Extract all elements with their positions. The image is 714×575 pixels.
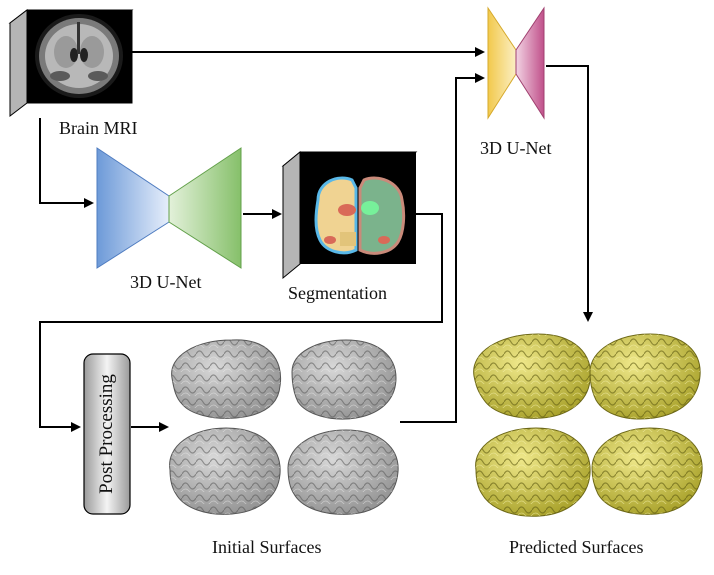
mri-slice-image [35, 14, 123, 98]
unet-refine-label: 3D U-Net [480, 138, 552, 158]
brain-mri-label: Brain MRI [59, 118, 138, 138]
initial-surface-3 [169, 427, 281, 515]
predicted-surface-3 [475, 427, 591, 517]
predicted-surface-4 [591, 427, 703, 515]
predicted-surfaces-label: Predicted Surfaces [509, 537, 644, 557]
initial-surfaces-group [169, 339, 399, 515]
brain-mri-cube [8, 8, 134, 118]
segmentation-map-image [314, 176, 406, 255]
unet-segmentation-label: 3D U-Net [130, 272, 202, 292]
predicted-surfaces-group [473, 333, 703, 517]
arrow-mri-to-seg-unet [39, 118, 94, 208]
initial-surface-2 [291, 339, 397, 420]
predicted-surface-1 [473, 333, 591, 419]
initial-surface-4 [287, 429, 399, 515]
post-processing-label: Post Processing [96, 374, 118, 494]
post-processing-box [83, 353, 131, 515]
post-processing-label-wrap: Post Processing [84, 354, 130, 514]
arrow-initial-to-refine-unet [400, 73, 485, 423]
unet-segmentation [96, 147, 242, 269]
initial-surface-1 [171, 339, 282, 419]
unet-refine [487, 6, 545, 120]
segmentation-cube [281, 150, 418, 280]
arrow-segmentation-to-post [39, 213, 443, 432]
initial-surfaces-label: Initial Surfaces [212, 537, 322, 557]
segmentation-label: Segmentation [288, 283, 387, 303]
arrows [39, 47, 593, 432]
arrow-refine-unet-to-predicted [546, 65, 593, 322]
predicted-surface-2 [589, 333, 701, 420]
